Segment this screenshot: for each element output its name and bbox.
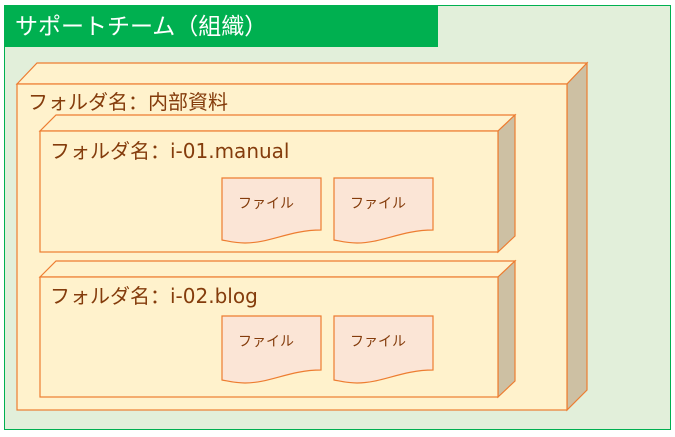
folder-label: フォルダ名：i-02.blog — [50, 284, 258, 308]
file-icon[interactable]: ファイル — [221, 177, 322, 244]
folder-i-02-blog[interactable]: フォルダ名：i-02.blog ファイル ファイル — [38, 259, 517, 399]
file-label: ファイル — [350, 196, 406, 212]
title: サポートチーム（組織） — [15, 14, 267, 40]
file-label: ファイル — [238, 334, 294, 350]
file-icon[interactable]: ファイル — [333, 315, 434, 384]
outer-folder-label: フォルダ名：内部資料 — [28, 90, 228, 114]
folder-label: フォルダ名：i-01.manual — [50, 139, 289, 163]
file-label: ファイル — [350, 334, 406, 350]
file-icon[interactable]: ファイル — [333, 177, 434, 244]
folder-i-01-manual[interactable]: フォルダ名：i-01.manual ファイル ファイル — [38, 113, 517, 254]
file-icon[interactable]: ファイル — [221, 315, 322, 384]
title-bar — [4, 5, 438, 47]
file-label: ファイル — [238, 196, 294, 212]
